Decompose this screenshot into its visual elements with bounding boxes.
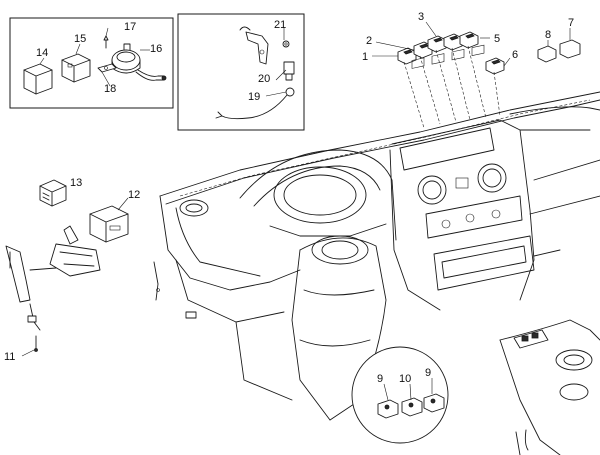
callout-19: 19 xyxy=(248,91,260,103)
part-15-relay xyxy=(61,53,91,83)
callout-13: 13 xyxy=(70,177,82,189)
part-19-cable xyxy=(215,87,295,120)
callout-9-left: 9 xyxy=(377,373,383,385)
callout-16: 16 xyxy=(150,43,162,55)
callout-17: 17 xyxy=(124,21,136,33)
part-11-bracket-assembly xyxy=(5,225,160,352)
callout-11: 11 xyxy=(4,351,15,363)
callout-9-right: 9 xyxy=(425,367,431,379)
callout-14: 14 xyxy=(36,47,48,59)
part-21-bracket xyxy=(239,26,269,65)
callout-1: 1 xyxy=(362,51,368,63)
part-14-relay xyxy=(23,63,53,95)
leader-lines xyxy=(21,21,571,401)
inset-circle-switches xyxy=(351,346,449,444)
part-10-switch-center xyxy=(401,397,423,417)
part-16-horn xyxy=(111,43,167,81)
part-12-module xyxy=(89,205,129,243)
part-9-switch-right xyxy=(423,393,445,413)
callout-8: 8 xyxy=(545,29,551,41)
callout-18: 18 xyxy=(104,83,116,95)
callout-10: 10 xyxy=(399,373,411,385)
callout-20: 20 xyxy=(258,73,270,85)
part-20-sensor xyxy=(283,61,295,81)
dashboard-body xyxy=(159,44,600,455)
part-13-connector xyxy=(39,179,67,207)
callout-6: 6 xyxy=(512,49,518,61)
part-21-nut xyxy=(282,40,290,48)
callout-7: 7 xyxy=(568,17,574,29)
callout-5: 5 xyxy=(494,33,500,45)
part-17-screw xyxy=(103,35,109,49)
callout-21: 21 xyxy=(274,19,286,31)
callout-2: 2 xyxy=(366,35,372,47)
part-18-bracket xyxy=(97,63,117,73)
part-9-switch-left xyxy=(377,399,399,419)
inset-box-relays-horn xyxy=(9,17,174,109)
callout-15: 15 xyxy=(74,33,86,45)
inset-box-sensor-bracket xyxy=(177,13,305,131)
part-switch-row xyxy=(397,31,581,129)
callout-3: 3 xyxy=(418,11,424,23)
callout-labels: 1 2 3 5 6 7 8 9 9 10 11 12 13 14 15 16 1… xyxy=(4,11,574,385)
callout-12: 12 xyxy=(128,189,140,201)
